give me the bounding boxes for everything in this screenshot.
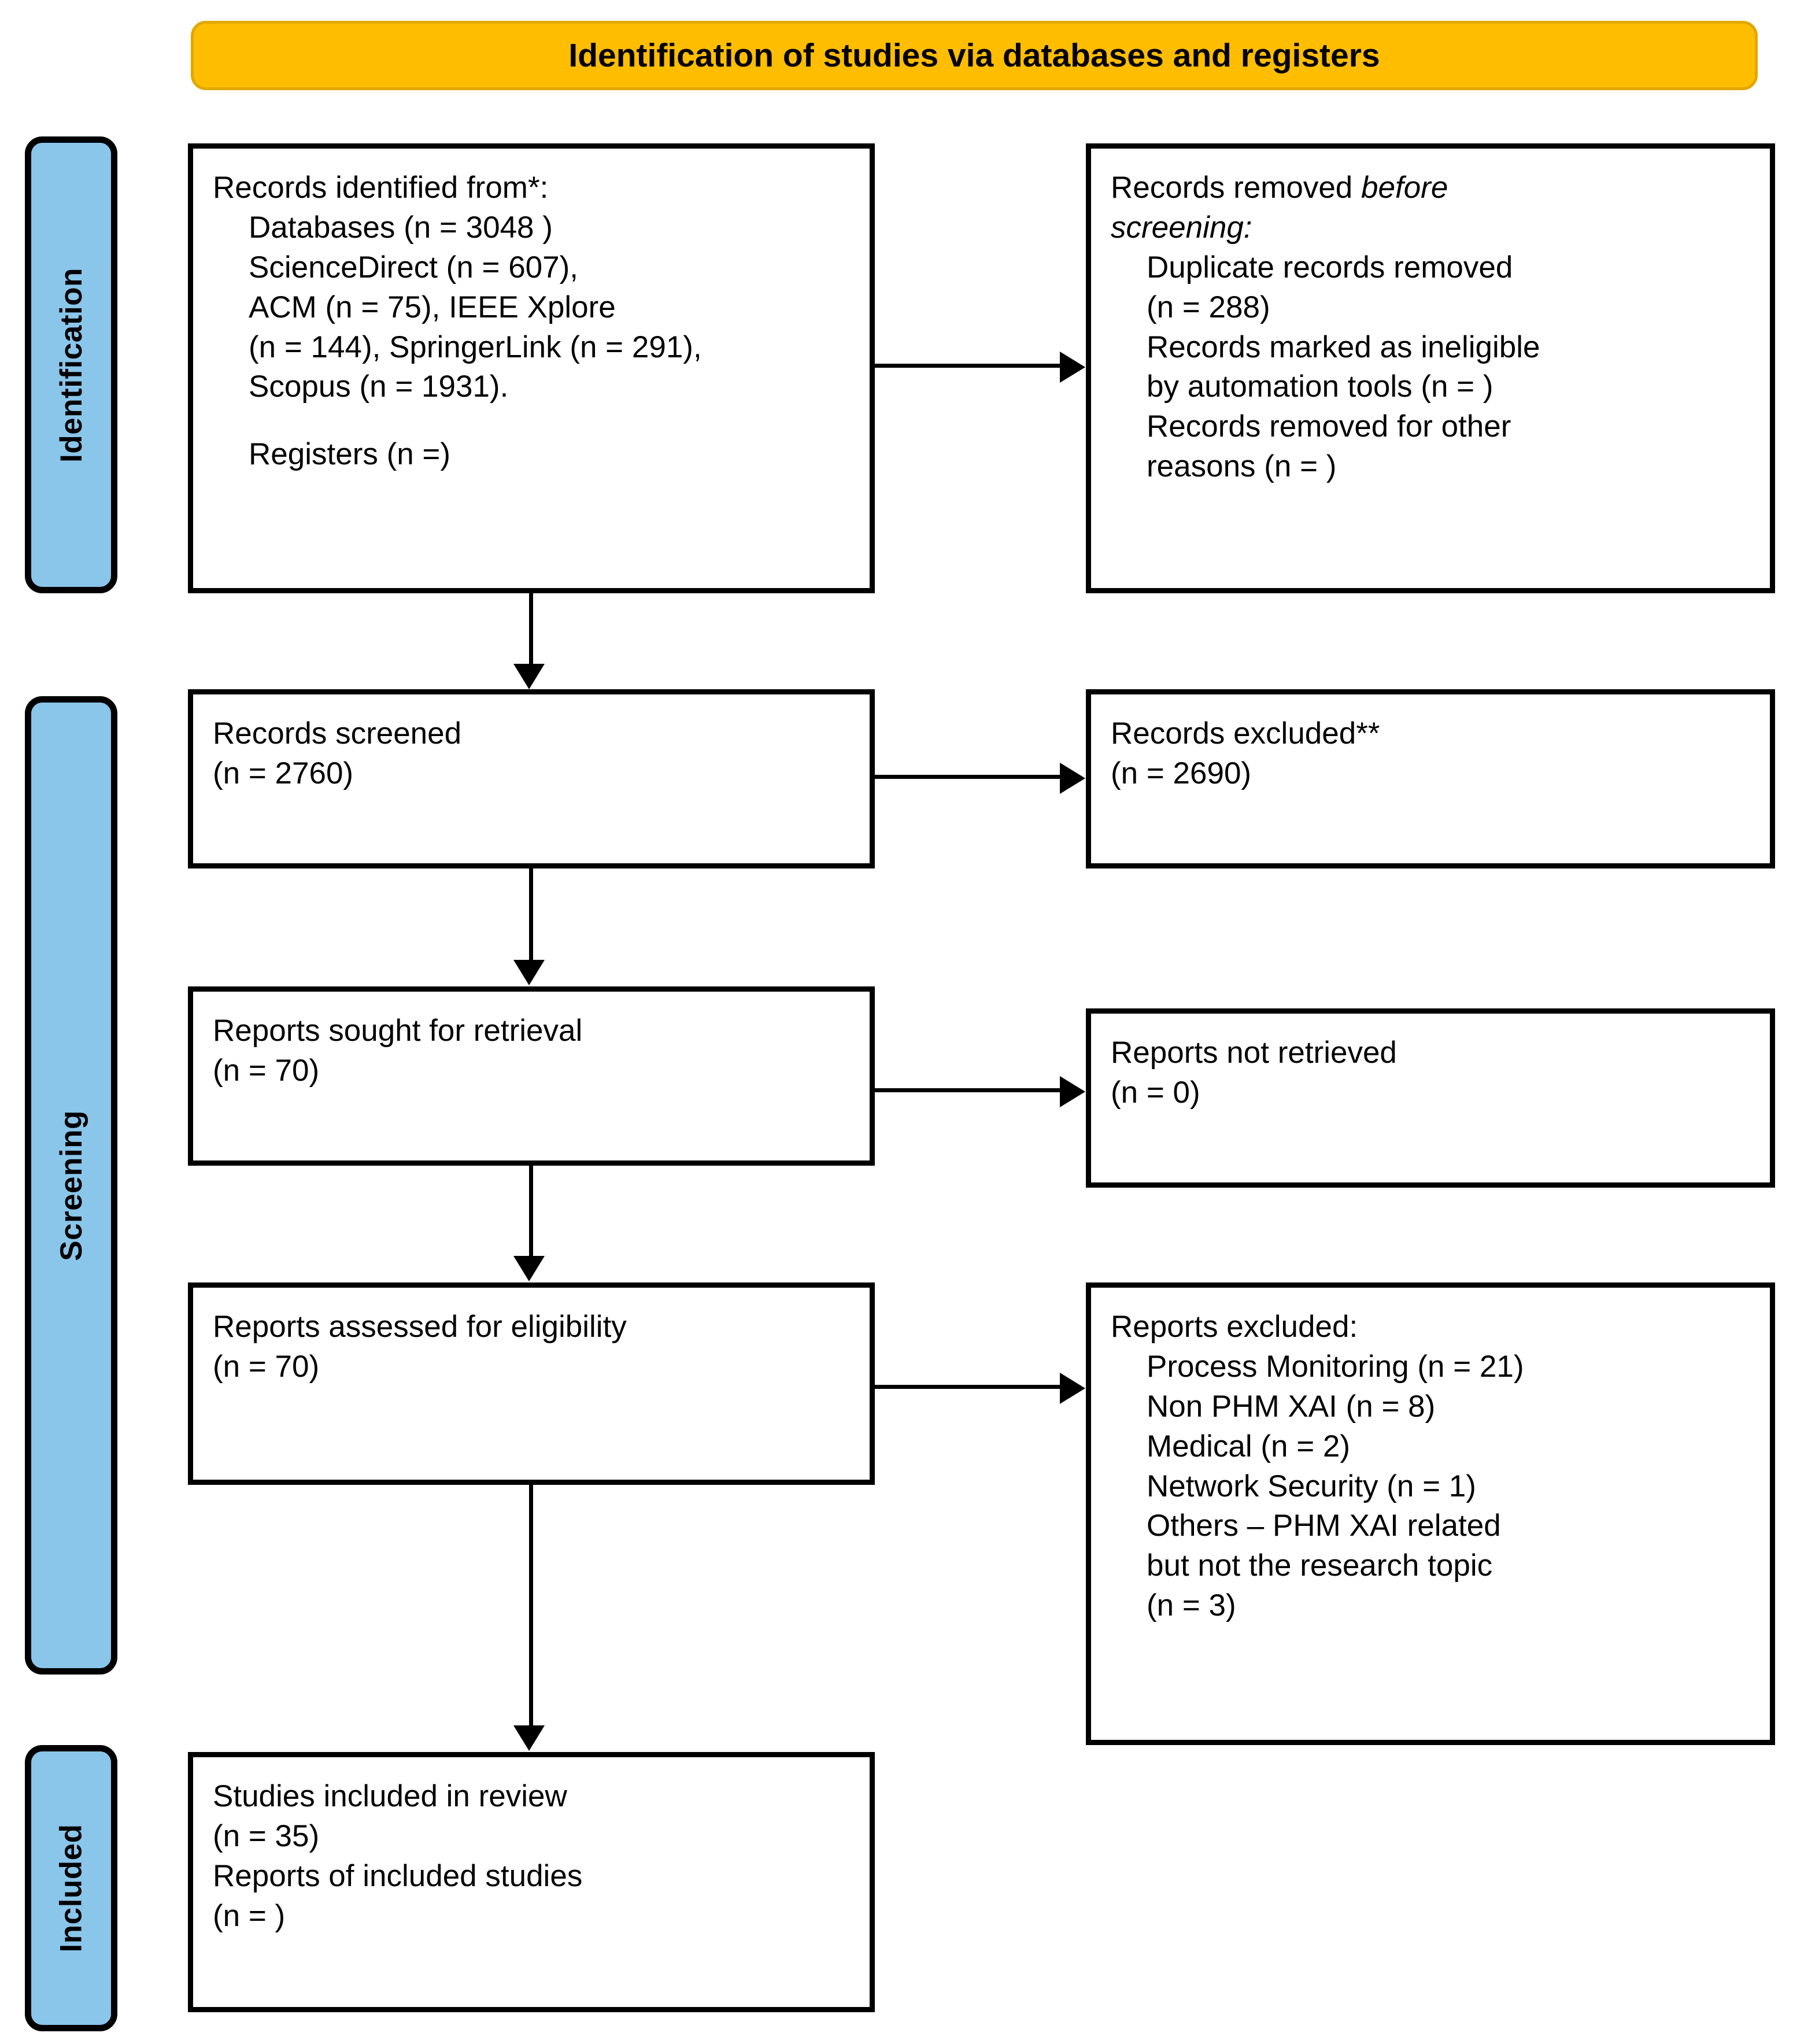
studies-included-line-4: (n = )	[213, 1898, 286, 1933]
stage-bar-included: Included	[25, 1745, 117, 2031]
reports-assessed-line-2: (n = 70)	[213, 1349, 320, 1384]
records-identified-line-3: ScienceDirect (n = 607),	[249, 250, 579, 284]
reports-not-retrieved-line-2: (n = 0)	[1111, 1075, 1200, 1110]
arrowhead-down-icon-3	[513, 1256, 545, 1281]
studies-included-line-1: Studies included in review	[213, 1779, 567, 1813]
reports-excluded-line-2: Process Monitoring (n = 21)	[1147, 1349, 1524, 1384]
reports-excluded-line-6: Others – PHM XAI related	[1147, 1509, 1501, 1543]
reports-excluded-line-3: Non PHM XAI (n = 8)	[1147, 1389, 1436, 1424]
box-reports-sought-for-retrieval: Reports sought for retrieval (n = 70)	[188, 986, 875, 1166]
records-identified-line-5: (n = 144), SpringerLink (n = 291),	[249, 330, 702, 364]
records-identified-line-6: Scopus (n = 1931).	[249, 369, 509, 404]
records-screened-line-2: (n = 2760)	[213, 756, 354, 790]
reports-excluded-line-4: Medical (n = 2)	[1147, 1429, 1351, 1463]
diagram-header-banner: Identification of studies via databases …	[191, 21, 1758, 90]
stage-bar-screening: Screening	[25, 696, 117, 1675]
page-title: Identification of studies via databases …	[568, 36, 1380, 74]
records-excluded-line-2: (n = 2690)	[1111, 756, 1252, 790]
reports-assessed-line-1: Reports assessed for eligibility	[213, 1310, 627, 1344]
connector-identified-to-screened	[529, 593, 533, 665]
box-records-identified: Records identified from*: Databases (n =…	[188, 143, 875, 593]
records-removed-line-1-plain: Records removed	[1111, 171, 1362, 205]
stage-bar-identification: Identification	[25, 136, 117, 593]
connector-assessed-to-included	[529, 1485, 533, 1727]
box-records-removed-before-screening: Records removed before screening: Duplic…	[1086, 143, 1775, 593]
connector-assessed-to-reports-excluded	[875, 1385, 1061, 1389]
reports-excluded-line-1: Reports excluded:	[1111, 1310, 1358, 1344]
records-screened-line-1: Records screened	[213, 716, 462, 751]
connector-screened-to-excluded	[875, 775, 1061, 779]
reports-not-retrieved-line-1: Reports not retrieved	[1111, 1036, 1397, 1070]
records-identified-spacer	[213, 407, 852, 435]
reports-sought-line-2: (n = 70)	[213, 1053, 320, 1088]
stage-label-screening: Screening	[54, 1110, 88, 1261]
records-excluded-line-1: Records excluded**	[1111, 716, 1380, 751]
arrowhead-down-icon-2	[513, 960, 545, 985]
box-studies-included-in-review: Studies included in review (n = 35) Repo…	[188, 1752, 875, 2012]
arrowhead-down-icon-4	[513, 1725, 545, 1751]
box-records-screened: Records screened (n = 2760)	[188, 689, 875, 868]
records-removed-line-6: by automation tools (n = )	[1147, 369, 1493, 404]
stage-label-included: Included	[54, 1824, 88, 1953]
records-identified-line-2: Databases (n = 3048 )	[249, 210, 553, 245]
arrowhead-right-icon-4	[1060, 1373, 1085, 1404]
studies-included-line-2: (n = 35)	[213, 1818, 320, 1853]
reports-excluded-line-8: (n = 3)	[1147, 1588, 1236, 1623]
records-removed-line-1-italic: before	[1361, 171, 1448, 205]
stage-label-identification: Identification	[54, 267, 88, 463]
records-removed-line-3: Duplicate records removed	[1147, 250, 1513, 284]
reports-excluded-line-5: Network Security (n = 1)	[1147, 1469, 1476, 1503]
records-identified-line-7: Registers (n =)	[249, 437, 451, 472]
connector-sought-to-not-retrieved	[875, 1088, 1061, 1092]
box-records-excluded: Records excluded** (n = 2690)	[1086, 689, 1775, 868]
arrowhead-right-icon-2	[1060, 763, 1085, 794]
records-removed-line-8: reasons (n = )	[1147, 449, 1337, 484]
records-removed-line-7: Records removed for other	[1147, 409, 1511, 444]
records-identified-line-4: ACM (n = 75), IEEE Xplore	[249, 290, 616, 324]
connector-screened-to-sought	[529, 868, 533, 961]
studies-included-line-3: Reports of included studies	[213, 1858, 583, 1893]
connector-identified-to-removed	[875, 364, 1061, 368]
box-reports-excluded: Reports excluded: Process Monitoring (n …	[1086, 1282, 1775, 1745]
arrowhead-down-icon-1	[513, 664, 545, 689]
records-identified-line-1: Records identified from*:	[213, 171, 549, 205]
arrowhead-right-icon-1	[1060, 352, 1085, 383]
reports-sought-line-1: Reports sought for retrieval	[213, 1014, 583, 1048]
reports-excluded-line-7: but not the research topic	[1147, 1548, 1493, 1583]
connector-sought-to-assessed	[529, 1166, 533, 1257]
arrowhead-right-icon-3	[1060, 1076, 1085, 1107]
records-removed-line-4: (n = 288)	[1147, 290, 1270, 324]
box-reports-assessed-for-eligibility: Reports assessed for eligibility (n = 70…	[188, 1282, 875, 1485]
records-removed-line-1: Records removed before	[1111, 168, 1753, 208]
box-reports-not-retrieved: Reports not retrieved (n = 0)	[1086, 1008, 1775, 1188]
records-removed-line-2: screening:	[1111, 210, 1252, 245]
records-removed-line-5: Records marked as ineligible	[1147, 330, 1540, 364]
